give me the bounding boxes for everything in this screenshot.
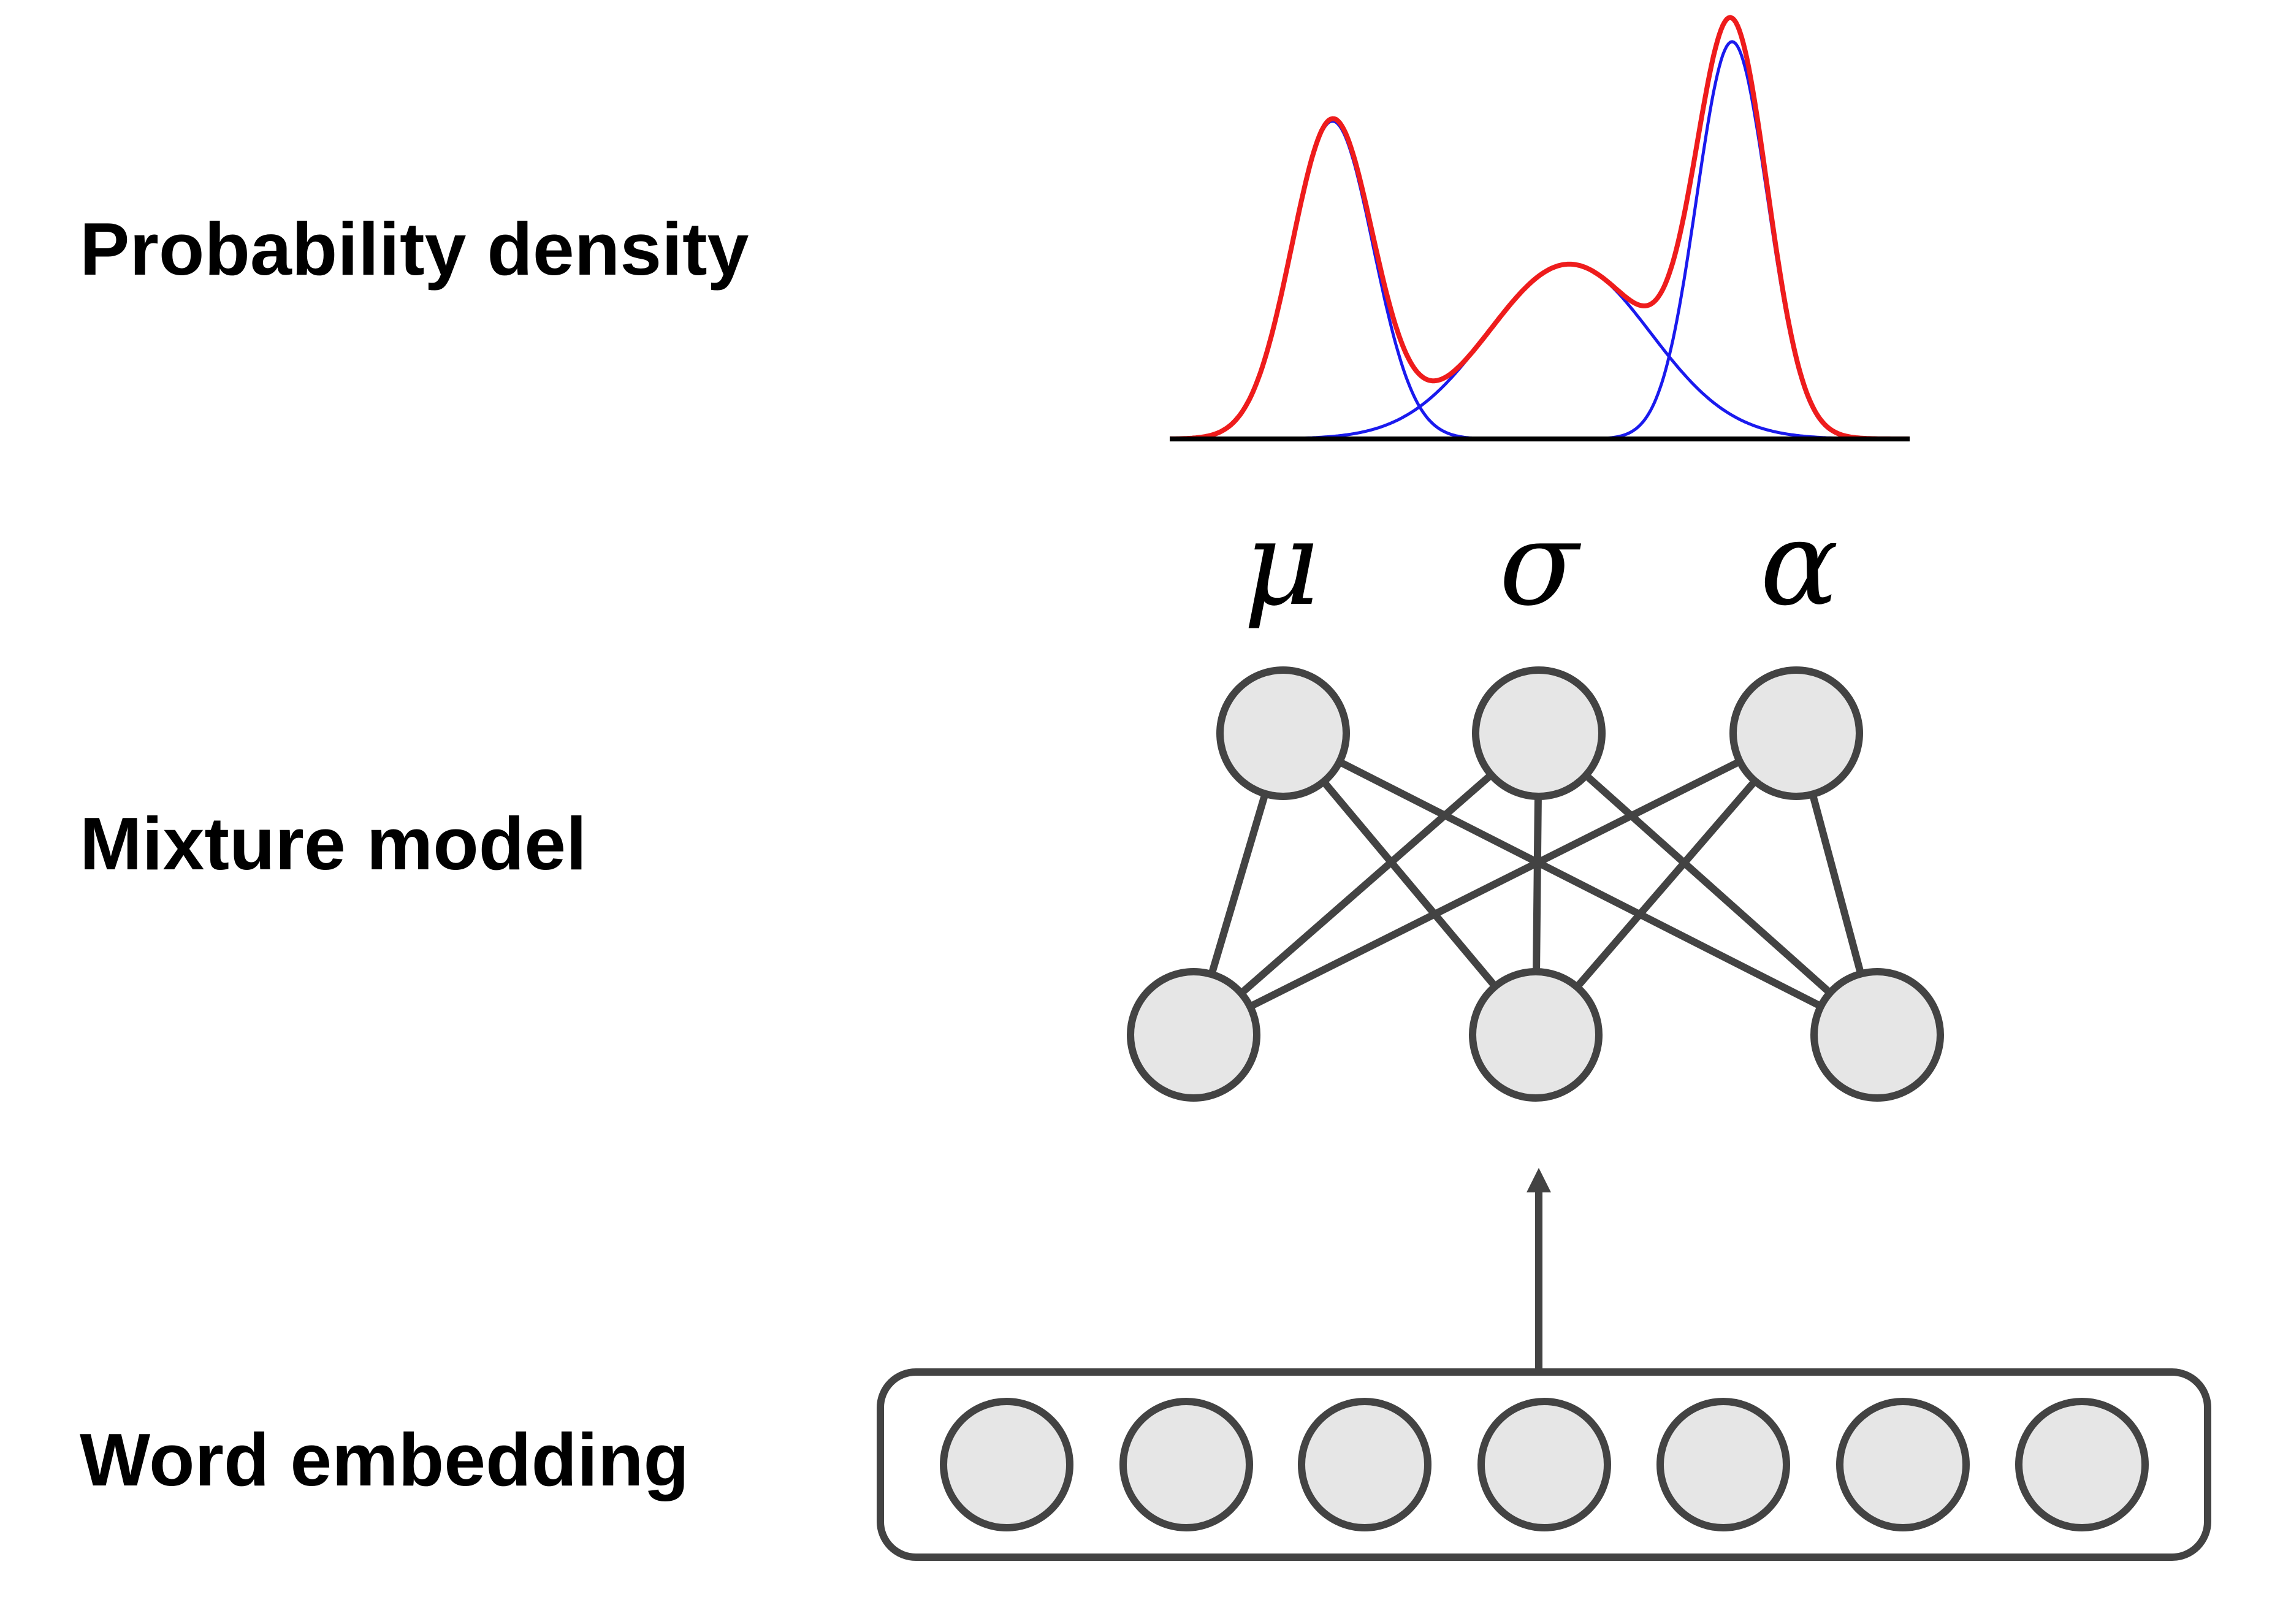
embedding-node-1 xyxy=(940,1398,1073,1531)
edge-alpha-h1 xyxy=(1190,730,1800,1039)
embedding-node-7 xyxy=(2015,1398,2149,1531)
density-plot xyxy=(1170,15,1910,441)
mu-node xyxy=(1216,666,1350,800)
embedding-to-mixture-arrow xyxy=(1527,1168,1551,1374)
sigma-symbol: σ xyxy=(1499,496,1581,631)
mixture-density-curve xyxy=(1170,15,1910,441)
embedding-node-3 xyxy=(1298,1398,1431,1531)
mixture-model-label: Mixture model xyxy=(80,802,587,885)
gaussian-component-1-curve xyxy=(1170,120,1910,441)
hidden-layer xyxy=(1127,968,1944,1102)
embedding-node-2 xyxy=(1119,1398,1253,1531)
hidden-node-3 xyxy=(1810,968,1944,1102)
edge-sigma-h3 xyxy=(1535,730,1881,1039)
parameter-labels: μ σ α xyxy=(1243,496,1839,631)
sigma-node xyxy=(1472,666,1606,800)
embedding-vector xyxy=(877,1368,2211,1561)
embedding-node-5 xyxy=(1656,1398,1790,1531)
hidden-node-2 xyxy=(1469,968,1603,1102)
hidden-node-1 xyxy=(1127,968,1260,1102)
word-embedding-label: Word embedding xyxy=(80,1418,690,1501)
embedding-node-6 xyxy=(1836,1398,1970,1531)
probability-density-label: Probability density xyxy=(80,207,749,291)
alpha-node xyxy=(1729,666,1863,800)
arrow-head xyxy=(1527,1168,1551,1192)
embedding-node-4 xyxy=(1477,1398,1611,1531)
mu-symbol: μ xyxy=(1243,496,1319,631)
gaussian-component-3-curve xyxy=(1170,40,1910,441)
alpha-symbol: α xyxy=(1760,496,1839,631)
edge-mu-h3 xyxy=(1279,730,1881,1039)
edge-sigma-h1 xyxy=(1190,730,1542,1039)
output-layer xyxy=(1216,666,1863,800)
